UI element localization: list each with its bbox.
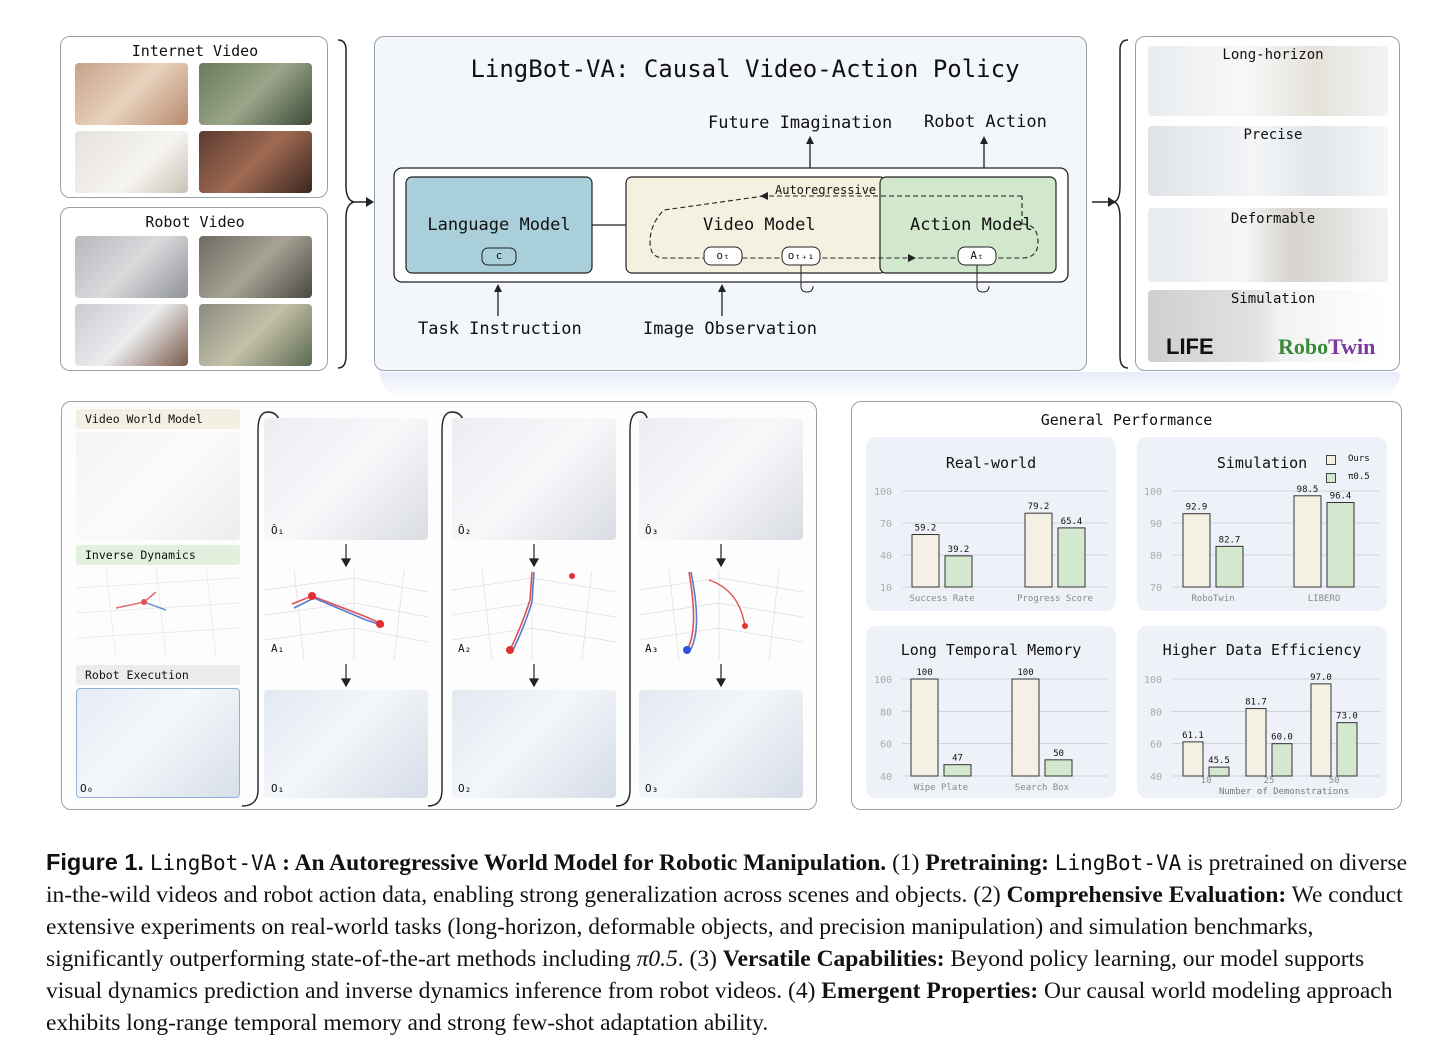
video-world-model-image (76, 432, 240, 540)
caption-p3-text: Beyond policy learning, our model suppor… (46, 946, 1365, 1004)
autoregressive-label: Autoregressive (775, 183, 877, 197)
task-instruction-label: Task Instruction (418, 319, 582, 339)
action-plot-2 (452, 570, 616, 660)
video-thumb-dough (75, 63, 188, 125)
video-thumb-drawing (75, 131, 188, 193)
obs-label-1: O₁ (271, 782, 285, 795)
inverse-dynamics-tag (76, 545, 240, 565)
caption-fig-label: Figure 1. (46, 849, 144, 875)
a-t-token: Aₜ (970, 249, 984, 262)
action-model-label: Action Model (910, 215, 1033, 235)
action-plot-1 (264, 570, 428, 660)
right-brace-arrow (1092, 39, 1129, 369)
video-model-label: Video Model (703, 215, 816, 235)
caption-p4-text: Our causal world modeling approach exhib… (46, 978, 1393, 1036)
legend-label-ours: Ours (1348, 454, 1370, 464)
obs-frame-1 (264, 690, 428, 798)
capability-precise-label: Precise (1243, 127, 1303, 143)
robot-execution-tag (76, 665, 240, 685)
panel-connector-glow (380, 372, 1400, 400)
legend-swatch-ours (1326, 455, 1336, 465)
chart-title-realworld: Real-world (945, 454, 1037, 472)
inverse-dynamics-plot (76, 568, 240, 658)
caption-p4-head: Emergent Properties: (821, 978, 1039, 1004)
robotwin-logo: RoboTwin (1278, 334, 1375, 360)
caption-p1-text: is pretrained on diverse in-the-wild vid… (46, 850, 1408, 908)
video-world-model-tag (76, 409, 240, 429)
left-brace-arrow (337, 39, 374, 369)
legend-label-pi: π0.5 (1348, 472, 1370, 482)
legend-swatch-pi (1326, 473, 1336, 483)
caption-p1-name: LingBot-VA (1054, 851, 1182, 875)
obs-frame-3 (639, 690, 803, 798)
capability-long-horizon (1148, 46, 1388, 116)
caption-p2-text: We conduct extensive experiments on real… (46, 882, 1403, 972)
policy-diagram (393, 136, 1069, 316)
robot-video-title: Robot Video (145, 213, 245, 231)
future-imagination-label: Future Imagination (708, 113, 893, 133)
capability-deformable-label: Deformable (1230, 211, 1316, 227)
caption-p1-head: Pretraining: (925, 850, 1049, 876)
video-thumb-robot-shelf (199, 304, 312, 366)
action-plot-3 (639, 570, 803, 660)
robot-action-label: Robot Action (924, 112, 1047, 132)
robot-execution-label: Robot Execution (85, 668, 189, 682)
c-token: c (495, 249, 503, 262)
video-world-model-label: Video World Model (85, 412, 203, 426)
o0-label: O₀ (80, 782, 94, 795)
capability-simulation (1148, 290, 1388, 362)
pred-label-2: Ô₂ (458, 524, 472, 537)
video-thumb-robot-cloth (75, 236, 188, 298)
obs-label-2: O₂ (458, 782, 472, 795)
capability-simulation-label: Simulation (1230, 291, 1316, 307)
inverse-dynamics-label: Inverse Dynamics (85, 548, 196, 562)
caption-p2-pi: π0.5 (636, 946, 678, 972)
video-thumb-robot-arm (75, 304, 188, 366)
chart-title-memory: Long Temporal Memory (900, 641, 1082, 659)
pred-frame-1 (264, 418, 428, 540)
video-thumb-robot-grill (199, 236, 312, 298)
caption-p2-end: . (3) (677, 946, 723, 972)
internet-video-panel: Internet Video (60, 36, 328, 198)
capability-precise (1148, 126, 1388, 196)
pred-label-3: Ô₃ (645, 524, 659, 537)
action-label-2: A₂ (458, 642, 472, 655)
robot-execution-image (76, 688, 240, 798)
robotwin-logo-twin: Twin (1328, 334, 1376, 359)
capability-long-horizon-label: Long-horizon (1222, 47, 1324, 63)
caption-p2-head: Comprehensive Evaluation: (1006, 882, 1287, 908)
life-logo: LIFE (1166, 334, 1214, 359)
action-label-3: A₃ (645, 642, 659, 655)
step-down-arrows (340, 544, 727, 688)
video-thumb-guitar (199, 131, 312, 193)
obs-frame-2 (452, 690, 616, 798)
o-t-token: oₜ (716, 249, 730, 262)
pred-label-1: Ô₁ (271, 524, 285, 537)
pred-frame-3 (639, 418, 803, 540)
image-observation-label: Image Observation (643, 319, 817, 339)
chart-panel-memory (866, 626, 1116, 798)
caption-p3-head: Versatile Capabilities: (722, 946, 945, 972)
performance-title: General Performance (1040, 411, 1213, 429)
robot-video-panel: Robot Video (60, 207, 328, 371)
video-thumb-car (199, 63, 312, 125)
capability-deformable (1148, 208, 1388, 282)
chart-title-simulation: Simulation (1216, 454, 1308, 472)
internet-video-title: Internet Video (131, 42, 259, 60)
caption-title: : An Autoregressive World Model for Robo… (276, 850, 887, 876)
obs-label-3: O₃ (645, 782, 659, 795)
figure-caption: Figure 1. LingBot-VA : An Autoregressive… (46, 846, 1416, 1039)
robotwin-logo-robo: Robo (1278, 334, 1329, 359)
pred-frame-2 (452, 418, 616, 540)
o-t1-token: oₜ₊₁ (787, 249, 815, 262)
caption-model-name: LingBot-VA (149, 851, 277, 875)
caption-p1-num: (1) (886, 850, 926, 876)
chart-title-efficiency: Higher Data Efficiency (1162, 641, 1362, 659)
main-title: LingBot-VA: Causal Video-Action Policy (470, 55, 1020, 83)
action-label-1: A₁ (271, 642, 285, 655)
language-model-label: Language Model (427, 215, 571, 235)
step-curves (241, 411, 648, 807)
